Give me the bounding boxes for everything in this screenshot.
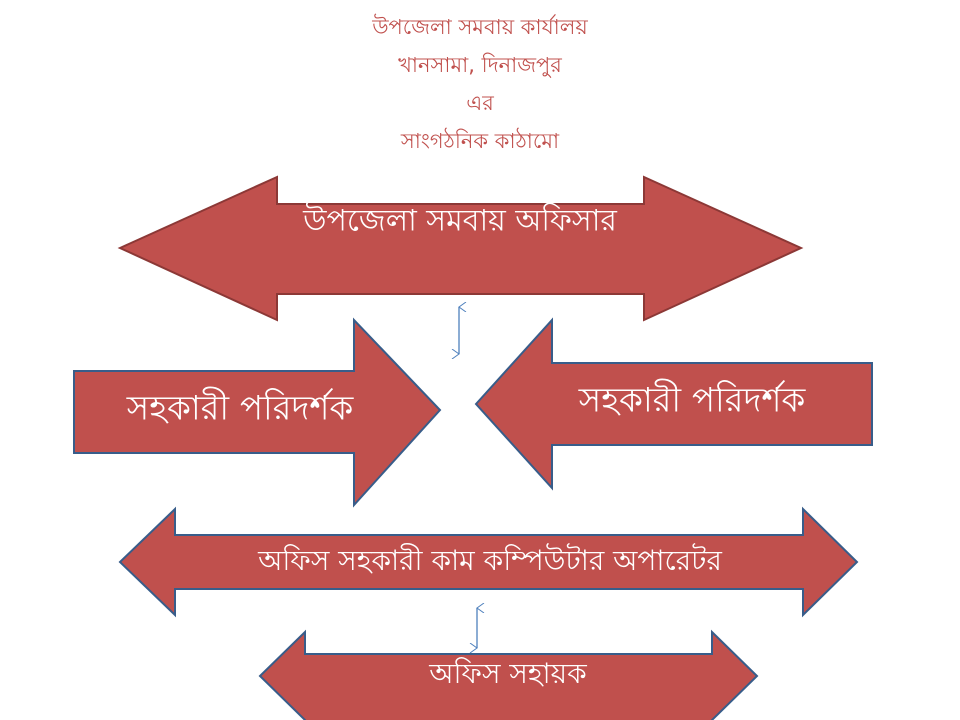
double-arrow-shape [258, 629, 759, 720]
inspector-right-node: সহকারী পরিদর্শক [474, 317, 873, 491]
assistant-node: অফিস সহায়ক [258, 629, 759, 720]
officer-label: উপজেলা সমবায় অফিসার [302, 202, 617, 239]
assistant-label: অফিস সহায়ক [428, 657, 587, 690]
officer-node: উপজেলা সমবায় অফিসার [117, 175, 804, 322]
inspector-left-label: সহকারী পরিদর্শক [126, 387, 355, 429]
title-line-2: খানসামা, দিনাজপুর [398, 53, 562, 77]
inspector-left-node: সহকারী পরিদর্শক [73, 317, 442, 508]
double-arrow-shape [118, 506, 859, 618]
double-arrow-shape [117, 175, 804, 322]
operator-node: অফিস সহকারী কাম কম্পিউটার অপারেটর [118, 506, 859, 618]
right-arrow-shape [73, 317, 442, 508]
title-line-4: সাংগঠনিক কাঠামো [400, 129, 560, 153]
title-line-1: উপজেলা সমবায় কার্যালয় [372, 15, 588, 39]
diagram-title: উপজেলা সমবায় কার্যালয় খানসামা, দিনাজপু… [0, 8, 960, 160]
title-line-3: এর [466, 91, 494, 115]
operator-label: অফিস সহকারী কাম কম্পিউটার অপারেটর [257, 543, 722, 577]
inspector-right-label: সহকারী পরিদর্শক [578, 379, 807, 421]
left-arrow-shape [474, 317, 873, 491]
